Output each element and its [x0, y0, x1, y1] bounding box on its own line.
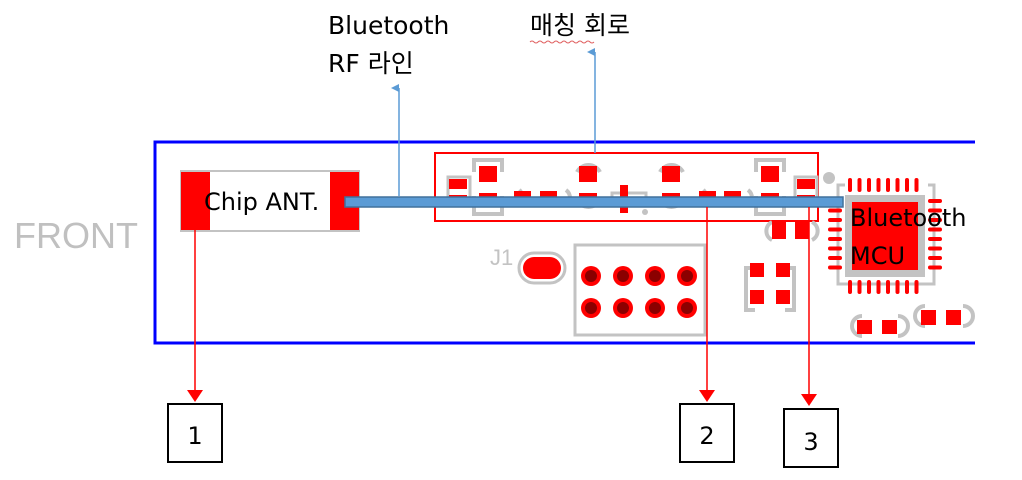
header-pin-hole: [649, 302, 661, 314]
mcu-lead: [828, 246, 842, 251]
chip-antenna-label: Chip ANT.: [204, 188, 319, 216]
mcu-lead: [848, 178, 852, 192]
board-outline: [153, 140, 975, 345]
bluetooth-mcu: [828, 178, 942, 294]
mcu-lead: [895, 280, 900, 294]
header-pin-hole: [585, 302, 597, 314]
header-pin-hole: [649, 270, 661, 282]
mcu-lead: [928, 237, 942, 241]
svg-text:3: 3: [803, 428, 818, 456]
callout-3-arrowhead: [801, 394, 817, 406]
mcu-lead: [914, 280, 919, 294]
spellcheck-underline: [529, 40, 595, 44]
header-pin-hole: [681, 302, 693, 314]
mcu-lead: [876, 178, 881, 192]
chip-antenna: [180, 170, 360, 232]
mcu-lead: [905, 280, 909, 294]
callout-box-1: 1: [167, 403, 223, 463]
callout-box-2: 2: [679, 403, 735, 463]
mcu-lead: [857, 178, 862, 192]
mcu-lead: [867, 280, 871, 294]
mcu-lead: [928, 246, 942, 251]
svg-text:1: 1: [187, 422, 202, 450]
mcu-lead: [828, 208, 842, 213]
mcu-lead: [928, 227, 942, 232]
callout-2-arrowhead: [699, 390, 715, 402]
svg-text:2: 2: [699, 422, 714, 450]
chip-antenna-pad: [181, 172, 210, 230]
mcu-lead: [857, 280, 862, 294]
mcu-lead: [867, 178, 871, 192]
bt-mcu-label-line1: Bluetooth: [850, 204, 967, 232]
header-pin-hole: [617, 270, 629, 282]
bt-rf-line-label-line2: RF 라인: [328, 49, 414, 78]
mcu-thermal-pad: [852, 202, 918, 270]
mcu-lead: [828, 265, 842, 270]
mcu-lead: [828, 256, 842, 260]
mcu-side-pad: [797, 179, 815, 189]
mcu-lead: [905, 178, 909, 192]
mcu-lead: [886, 280, 890, 294]
matching-circuit-label: 매칭 회로: [530, 11, 630, 40]
mcu-lead: [928, 265, 942, 270]
mcu-lead: [848, 280, 852, 294]
bt-mcu-label-line2: MCU: [850, 242, 905, 270]
header-pin-hole: [681, 270, 693, 282]
callout-box-3: 3: [783, 408, 839, 468]
callout-1-arrowhead: [187, 390, 203, 402]
front-side-label: FRONT: [14, 215, 138, 256]
j1-label: J1: [490, 245, 513, 270]
mcu-lead: [928, 199, 942, 203]
mcu-lead: [828, 227, 842, 232]
j1-connector: J1: [490, 245, 567, 285]
bt-rf-line-label-line1: Bluetooth: [328, 11, 449, 40]
mcu-lead: [828, 237, 842, 241]
mcu-lead: [928, 208, 942, 213]
mcu-lead: [928, 218, 942, 222]
header-pin-hole: [617, 302, 629, 314]
mcu-lead: [895, 178, 900, 192]
mcu-lead: [876, 280, 881, 294]
misc-components: [744, 220, 975, 338]
mcu-lead: [886, 178, 890, 192]
mcu-lead: [914, 178, 919, 192]
pin-header: [573, 243, 707, 337]
header-pin-hole: [585, 270, 597, 282]
rf-trace: [344, 196, 844, 208]
mcu-lead: [928, 256, 942, 260]
mcu-lead: [828, 218, 842, 222]
